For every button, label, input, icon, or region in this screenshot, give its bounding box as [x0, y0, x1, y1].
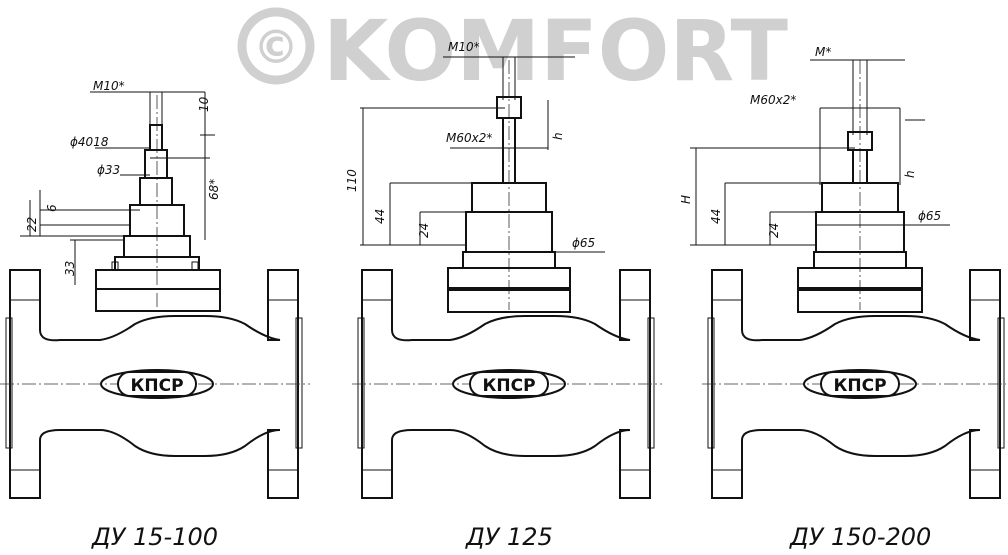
logo-text: КПСР [833, 376, 886, 396]
dim-height-68: 68* [207, 179, 221, 200]
dimensions-3: M* M60x2* H 44 24 ϕ65 h [679, 45, 950, 246]
dimensions-1: M10* 10 ϕ4018 ϕ33 68* 22 6 33 [20, 79, 221, 285]
watermark: © KOMFORT [237, 2, 788, 100]
logo-text: КПСР [482, 376, 535, 396]
dim-24: 24 [767, 223, 781, 238]
valve-body [5, 269, 303, 499]
dim-dia-40: ϕ4018 [70, 135, 109, 149]
dim-thread-m60: M60x2* [750, 93, 796, 107]
valve-du-150-200: M* M60x2* H 44 24 ϕ65 h КПСР ДУ 150-200 [679, 45, 1006, 551]
watermark-brand: KOMFORT [323, 2, 788, 100]
caption-1: ДУ 15-100 [91, 523, 218, 551]
copyright-letter: © [253, 20, 299, 74]
actuator-mount [95, 124, 221, 312]
dim-dia-33: ϕ33 [97, 163, 120, 177]
caption-2: ДУ 125 [465, 523, 553, 551]
dim-h-small: h [903, 170, 917, 178]
dim-thread-m60: M60x2* [446, 131, 492, 145]
dimensions-2: M10* 110 M60x2* 44 24 ϕ65 h [345, 40, 605, 253]
dim-thread-m: M* [815, 45, 831, 59]
dim-thread-m10: M10* [93, 79, 125, 93]
valve-body [707, 269, 1005, 499]
copyright-circle-icon [237, 7, 315, 85]
dim-height-110: 110 [345, 169, 359, 192]
valve-body [357, 269, 655, 499]
dim-44: 44 [709, 209, 723, 224]
dim-44: 44 [373, 209, 387, 224]
dim-thread-m10: M10* [448, 40, 480, 54]
dim-h-small: h [551, 132, 565, 140]
actuator-mount [797, 131, 923, 313]
valve-du-15-100: M10* 10 ϕ4018 ϕ33 68* 22 6 33 КПСР ДУ 15… [0, 79, 310, 551]
logo-text: КПСР [130, 376, 183, 396]
dim-24: 24 [417, 223, 431, 238]
kpsr-logo: КПСР [803, 369, 917, 399]
kpsr-logo: КПСР [452, 369, 566, 399]
kpsr-logo: КПСР [100, 369, 214, 399]
dim-33: 33 [63, 261, 77, 276]
dim-dia-65: ϕ65 [918, 209, 941, 223]
valve-du-125: M10* 110 M60x2* 44 24 ϕ65 h КПСР ДУ 125 [345, 40, 662, 551]
actuator-mount [447, 96, 571, 313]
dim-top-10: 10 [197, 96, 211, 112]
caption-3: ДУ 150-200 [789, 523, 931, 551]
dim-height-h: H [679, 195, 693, 204]
dim-6: 6 [45, 204, 59, 212]
dim-22: 22 [25, 217, 39, 232]
dim-dia-65: ϕ65 [572, 236, 595, 250]
